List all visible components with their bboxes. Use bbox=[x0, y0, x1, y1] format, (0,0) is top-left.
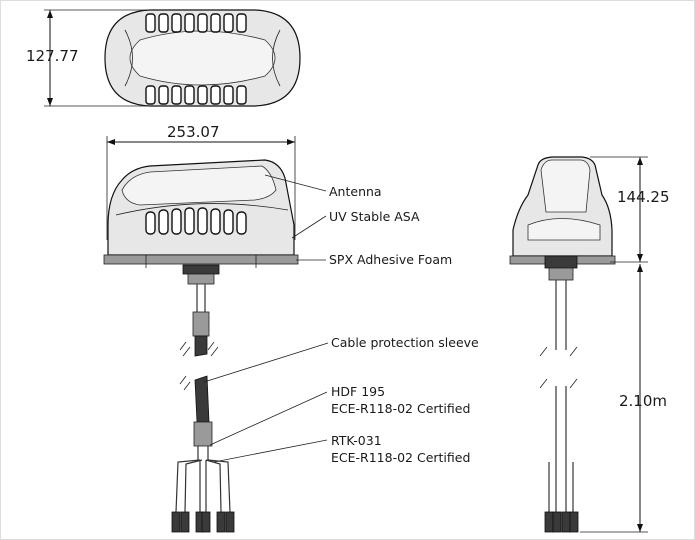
dimension-top-depth-label: 127.77 bbox=[26, 47, 79, 65]
connectors bbox=[171, 511, 235, 533]
dimension-width-label: 253.07 bbox=[167, 123, 220, 141]
callout-hdf-line2: ECE-R118-02 Certified bbox=[331, 401, 470, 416]
dimension-cable-length-label: 2.10m bbox=[619, 392, 667, 410]
dimension-width: 253.07 bbox=[106, 123, 296, 240]
dimension-top-depth: 127.77 bbox=[26, 9, 150, 107]
callout-hdf: HDF 195 ECE-R118-02 Certified bbox=[209, 384, 470, 446]
callout-antenna: Antenna bbox=[264, 174, 382, 199]
callout-sleeve-label: Cable protection sleeve bbox=[331, 335, 479, 350]
callout-rtk-line2: ECE-R118-02 Certified bbox=[331, 450, 470, 465]
callout-sleeve: Cable protection sleeve bbox=[203, 335, 479, 383]
top-slots-upper bbox=[145, 13, 247, 33]
dimension-height-label: 144.25 bbox=[617, 188, 670, 206]
callout-adhesive-label: SPX Adhesive Foam bbox=[329, 252, 452, 267]
callout-rtk-line1: RTK-031 bbox=[331, 433, 382, 448]
top-view bbox=[104, 9, 301, 107]
front-slots bbox=[145, 207, 247, 235]
callout-antenna-label: Antenna bbox=[329, 184, 382, 199]
top-slots-lower bbox=[145, 85, 247, 105]
callout-adhesive: SPX Adhesive Foam bbox=[296, 252, 452, 267]
callout-hdf-line1: HDF 195 bbox=[331, 384, 385, 399]
dimension-height: 144.25 bbox=[590, 156, 670, 263]
callout-uv-stable-label: UV Stable ASA bbox=[329, 209, 420, 224]
callout-uv-stable: UV Stable ASA bbox=[291, 209, 420, 239]
dimension-cable-length: 2.10m bbox=[580, 264, 667, 533]
callout-rtk: RTK-031 ECE-R118-02 Certified bbox=[213, 433, 470, 465]
cable-lower-bundle bbox=[171, 375, 235, 533]
front-view bbox=[103, 159, 299, 357]
side-view bbox=[509, 156, 616, 533]
